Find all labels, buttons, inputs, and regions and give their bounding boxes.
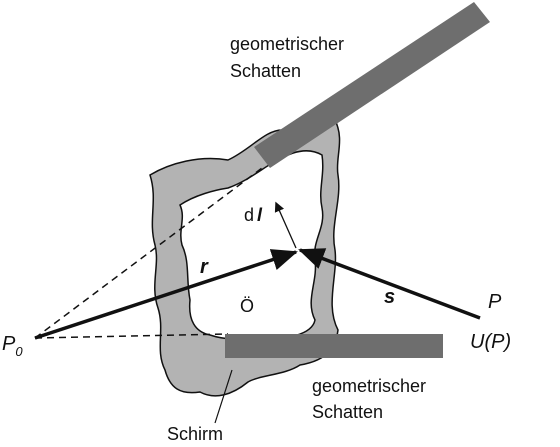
shadow-top-label-line2: Schatten [230, 61, 301, 81]
shadow-bar-bottom [225, 334, 443, 358]
shadow-bar-top [254, 2, 490, 168]
shadow-top-label-line1: geometrischer [230, 34, 344, 54]
shadow-bottom-label-line2: Schatten [312, 402, 383, 422]
observation-point-label: P [488, 291, 502, 313]
vector-r-arrow [34, 249, 298, 340]
vector-s-arrow [298, 248, 481, 320]
vector-r-label: r [200, 256, 209, 278]
edge-element-d: d [244, 205, 254, 225]
vector-s-label: s [384, 286, 395, 308]
source-point-label: P0 [2, 333, 23, 359]
edge-element-l: l [257, 205, 263, 225]
source-point-subscript: 0 [15, 344, 23, 359]
screen-label-pointer [214, 369, 233, 424]
field-label: U(P) [470, 331, 511, 353]
source-point-letter: P [2, 333, 16, 355]
opening-label: Ö [240, 296, 254, 316]
edge-element-arrow [274, 201, 297, 249]
screen-label: Schirm [167, 424, 223, 444]
shadow-bottom-label-line1: geometrischer [312, 376, 426, 396]
shadow-line-lower [34, 333, 229, 339]
shadow-line-upper [34, 167, 263, 339]
